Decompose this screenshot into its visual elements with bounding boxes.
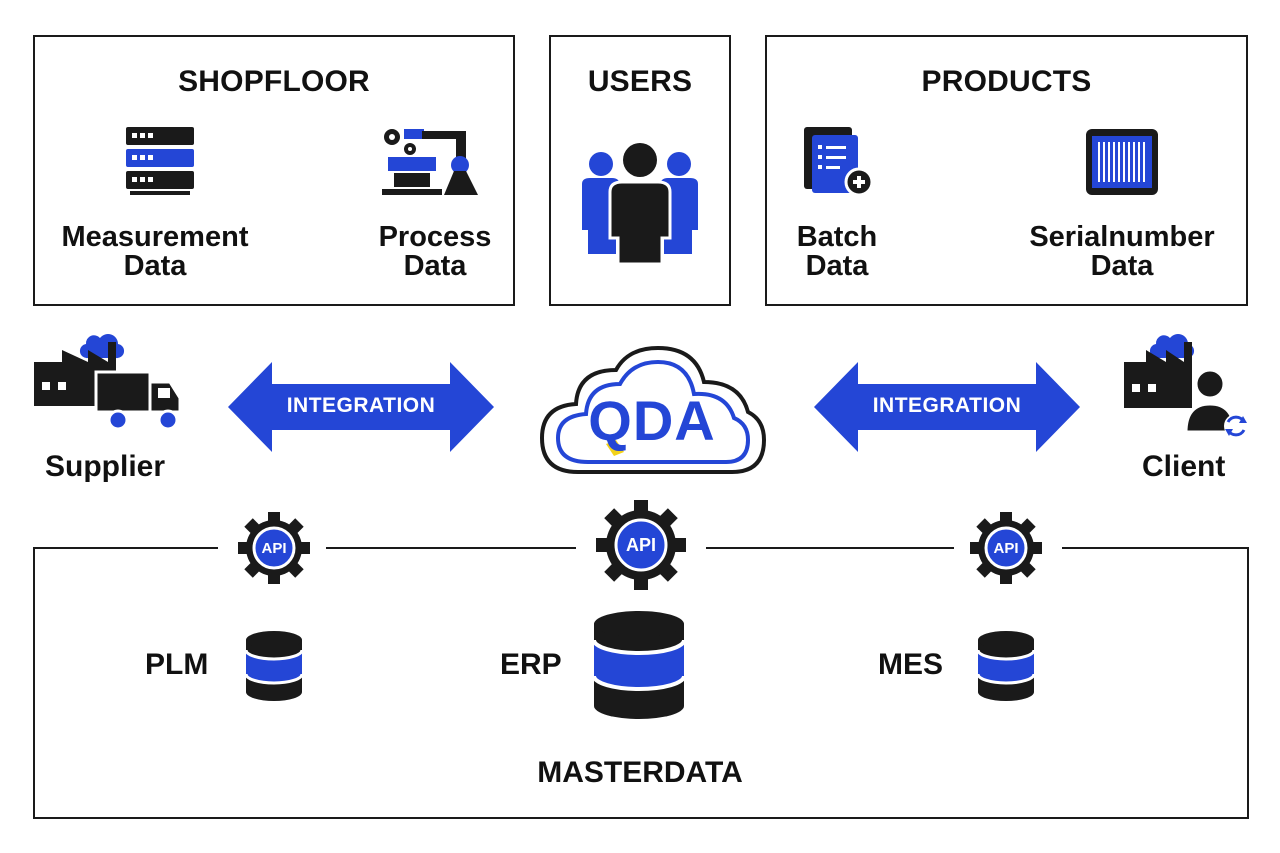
mes-database-icon [976,631,1036,701]
api-label-right: API [993,540,1018,557]
qda-cloud-logo [539,345,767,474]
client-factory-user-icon [1124,334,1248,438]
shopfloor-title: SHOPFLOOR [178,65,370,98]
integration-left-label: INTEGRATION [286,394,436,417]
masterdata-title: MASTERDATA [537,756,743,789]
products-title: PRODUCTS [921,65,1092,98]
api-gear-icon-left: API [238,512,310,584]
document-add-icon [804,127,874,197]
barcode-icon [1086,129,1158,195]
robot-arm-icon [382,129,478,195]
client-label: Client [1142,450,1226,483]
integration-arrow-left [228,362,494,452]
integration-right-label: INTEGRATION [872,394,1022,417]
plm-label: PLM [145,648,209,681]
api-gear-icon-right: API [970,512,1042,584]
supplier-label: Supplier [45,450,166,483]
erp-database-icon [592,611,686,719]
erp-label: ERP [500,648,562,681]
server-icon [126,127,194,195]
plm-database-icon [244,631,304,701]
api-label-left: API [261,540,286,557]
users-title: USERS [587,65,693,98]
api-gear-icon-center: API [596,500,686,590]
integration-arrow-right [814,362,1080,452]
masterdata-frame [33,547,1249,819]
users-box: USERS [549,35,731,306]
supplier-factory-truck-icon [34,334,182,431]
users-group-icon [582,143,698,264]
api-label-center: API [626,535,656,555]
qda-logo-text: QDA [588,389,716,452]
mes-label: MES [878,648,944,681]
